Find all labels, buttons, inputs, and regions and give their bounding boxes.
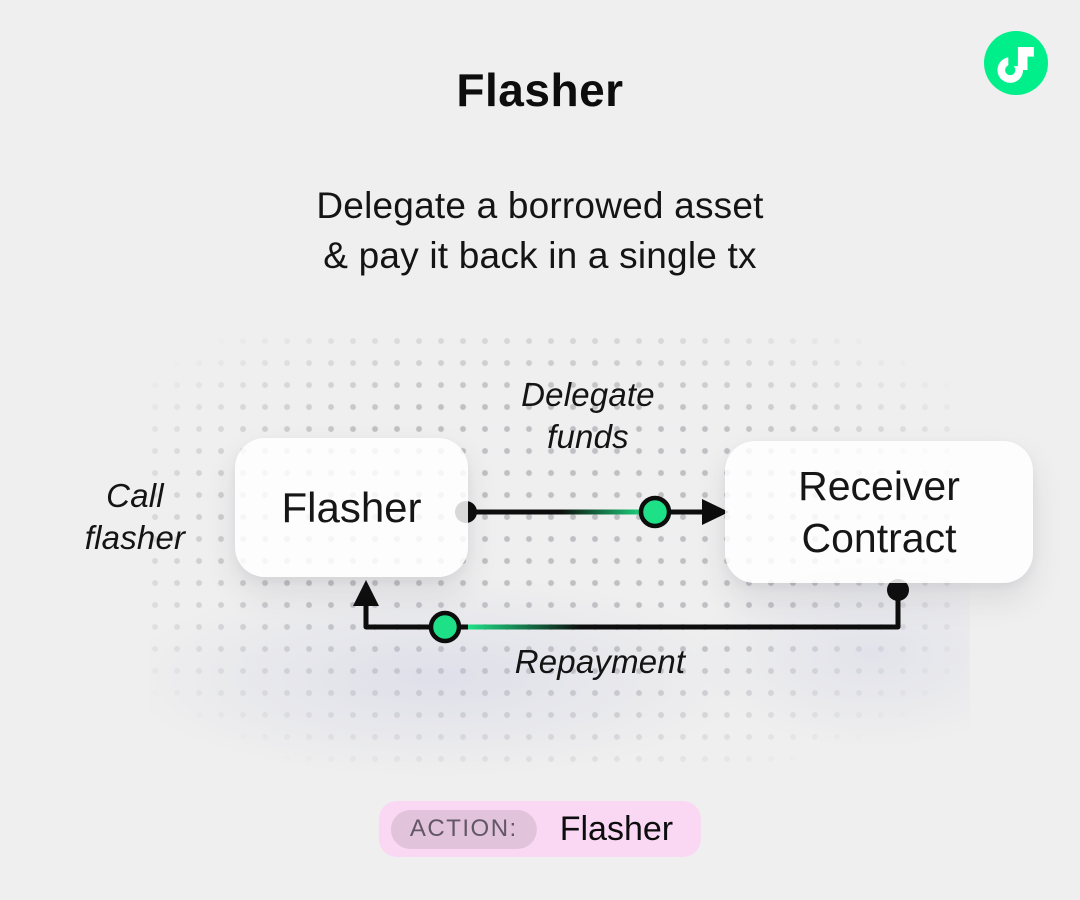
node-receiver-line-2: Contract [801,515,957,561]
label-call-flasher: Call flasher [40,475,230,559]
subtitle-line-2: & pay it back in a single tx [323,235,757,276]
node-receiver-line-1: Receiver [798,463,960,509]
subtitle-line-1: Delegate a borrowed asset [316,185,764,226]
node-flasher: Flasher [235,438,468,577]
page-subtitle: Delegate a borrowed asset & pay it back … [0,181,1080,281]
label-repayment: Repayment [514,643,686,680]
page-title: Flasher [456,64,624,116]
flow-logo-icon [984,31,1048,95]
action-badge-label: ACTION: [390,809,537,849]
action-badge-value: Flasher [559,809,674,848]
label-delegate-funds-line-2: funds [547,418,629,455]
flow-logo-stem [1017,47,1034,71]
flow-logo-notch [1008,56,1018,67]
label-call-flasher-line-1: Call [106,477,164,514]
label-delegate-funds: Delegate funds [468,374,708,458]
node-flasher-label: Flasher [281,483,422,531]
label-delegate-funds-line-1: Delegate [521,376,655,413]
action-badge: ACTION: Flasher [378,801,702,857]
label-call-flasher-line-2: flasher [84,519,186,556]
node-receiver: Receiver Contract [725,441,1033,583]
node-receiver-label: Receiver Contract [798,460,960,564]
